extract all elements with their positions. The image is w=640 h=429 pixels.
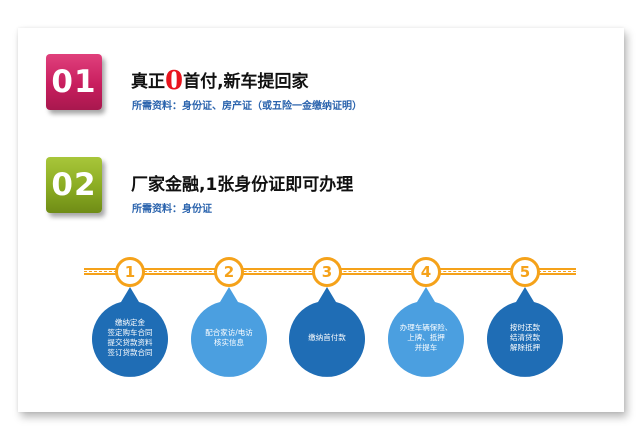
step-4-number: 4 (411, 257, 441, 287)
step-3-number: 3 (312, 257, 342, 287)
step-2-text: 配合家访/电访核实信息 (195, 328, 263, 348)
step-1-line: 缴纳定金 (115, 318, 145, 327)
item-1-title: 真正0首付,新车提回家 (131, 66, 309, 96)
step-3-text: 缴纳首付款 (293, 333, 361, 343)
step-4-line: 并提车 (414, 343, 438, 352)
step-1-line: 签订贷款合同 (107, 348, 153, 357)
step-1-bubble-shape (92, 287, 168, 377)
step-1-line: 签定购车合同 (107, 328, 153, 337)
item-1-title-highlight: 0 (165, 66, 184, 96)
step-3-bubble: 缴纳首付款 (289, 287, 365, 382)
step-1-line: 提交贷款资料 (107, 338, 153, 347)
step-4-bubble-shape (388, 287, 464, 377)
step-5-text: 按时还款结清贷款解除抵押 (491, 323, 559, 353)
item-1-title-start: 真正 (131, 72, 165, 92)
step-4-bubble: 办理车辆保险、上牌、抵押并提车 (388, 287, 464, 382)
item-2-title: 厂家金融,1张身份证即可办理 (131, 175, 354, 195)
step-2-line: 配合家访/电访 (205, 328, 253, 337)
step-4-text: 办理车辆保险、上牌、抵押并提车 (392, 323, 460, 353)
step-1-text: 缴纳定金签定购车合同提交贷款资料签订贷款合同 (96, 318, 164, 358)
item-2-badge: 02 (46, 157, 102, 213)
step-2-line: 核实信息 (214, 338, 244, 347)
step-5-number: 5 (510, 257, 540, 287)
step-2-bubble-shape (191, 287, 267, 377)
step-1-bubble: 缴纳定金签定购车合同提交贷款资料签订贷款合同 (92, 287, 168, 382)
step-5-line: 解除抵押 (510, 343, 540, 352)
item-2-docs: 所需资料：身份证 (132, 204, 212, 215)
item-1-badge: 01 (46, 54, 102, 110)
step-2-number: 2 (214, 257, 244, 287)
step-4-line: 办理车辆保险、 (399, 323, 453, 332)
step-2-bubble: 配合家访/电访核实信息 (191, 287, 267, 382)
item-1-docs: 所需资料：身份证、房产证（或五险一金缴纳证明） (132, 101, 362, 112)
item-1-title-end: 首付,新车提回家 (183, 72, 309, 92)
step-1-number: 1 (115, 257, 145, 287)
step-3-line: 缴纳首付款 (308, 333, 346, 342)
step-5-bubble-shape (487, 287, 563, 377)
step-3-bubble-shape (289, 287, 365, 377)
step-5-line: 按时还款 (510, 323, 540, 332)
step-4-line: 上牌、抵押 (407, 333, 445, 342)
step-5-bubble: 按时还款结清贷款解除抵押 (487, 287, 563, 382)
step-5-line: 结清贷款 (510, 333, 540, 342)
